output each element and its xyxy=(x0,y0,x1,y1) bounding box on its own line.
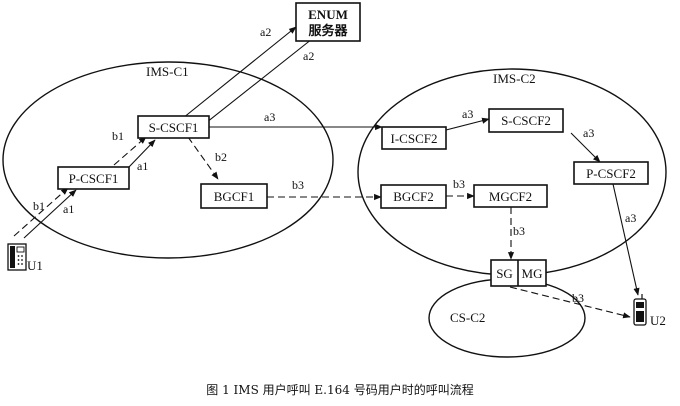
edge-a1-pcscf1-scscf1 xyxy=(127,139,156,169)
mobile-phone-icon xyxy=(633,294,647,326)
label-a2-upper: a2 xyxy=(260,25,271,39)
sg-mg-node: SG MG xyxy=(490,259,547,287)
svg-text:ENUM: ENUM xyxy=(308,7,348,22)
label-b3-cs: b3 xyxy=(572,291,584,305)
svg-text:S-CSCF1: S-CSCF1 xyxy=(149,120,199,135)
label-a1-upper: a1 xyxy=(137,159,148,173)
edge-a2-scscf1-enum xyxy=(182,26,297,119)
svg-text:BGCF1: BGCF1 xyxy=(214,189,254,204)
edge-a2-enum-scscf1 xyxy=(196,38,313,131)
edge-b1-pcscf1-scscf1 xyxy=(113,136,147,166)
user-u2-label: U2 xyxy=(650,313,666,328)
label-a3-cross: a3 xyxy=(264,110,275,124)
label-a3-scscf2: a3 xyxy=(583,126,594,140)
enum-server-node: ENUM 服务器 xyxy=(295,2,361,42)
label-a2-lower: a2 xyxy=(303,49,314,63)
edge-a1-u1-pcscf1 xyxy=(23,189,77,239)
label-a3-pcscf2: a3 xyxy=(625,211,636,225)
s-cscf1-node: S-CSCF1 xyxy=(137,115,210,139)
label-a3-icscf2: a3 xyxy=(462,107,473,121)
ims-c1-label: IMS-C1 xyxy=(146,64,189,79)
figure-caption: 图 1 IMS 用户呼叫 E.164 号码用户时的呼叫流程 xyxy=(206,383,474,397)
cs-c2-label: CS-C2 xyxy=(450,310,485,325)
bgcf1-node: BGCF1 xyxy=(200,183,268,209)
label-b3-mgcf2: b3 xyxy=(513,224,525,238)
edge-a3-scscf2-pcscf2 xyxy=(570,132,601,163)
p-cscf2-node: P-CSCF2 xyxy=(573,161,649,185)
ims-c1-domain xyxy=(2,61,334,259)
edge-a3-pcscf2-u2 xyxy=(612,183,640,296)
sg-label: SG xyxy=(496,266,513,281)
mg-label: MG xyxy=(522,266,543,281)
label-b1-lower: b1 xyxy=(33,199,45,213)
edge-b2-scscf1-bgcf1 xyxy=(187,136,219,180)
label-b3-cross: b3 xyxy=(292,178,304,192)
label-b2: b2 xyxy=(215,150,227,164)
svg-text:I-CSCF2: I-CSCF2 xyxy=(391,131,438,146)
label-b1-upper: b1 xyxy=(112,129,124,143)
edge-b1-u1-pcscf1 xyxy=(13,187,69,237)
i-cscf2-node: I-CSCF2 xyxy=(381,126,447,150)
edge-a3-icscf2-scscf2 xyxy=(445,117,490,131)
svg-text:P-CSCF1: P-CSCF1 xyxy=(69,171,119,186)
s-cscf2-node: S-CSCF2 xyxy=(488,108,564,133)
bgcf2-node: BGCF2 xyxy=(380,184,447,209)
user-u1-label: U1 xyxy=(27,258,43,273)
svg-text:BGCF2: BGCF2 xyxy=(393,189,433,204)
svg-text:MGCF2: MGCF2 xyxy=(489,189,532,204)
p-cscf1-node: P-CSCF1 xyxy=(57,166,130,190)
label-b3-bgcf2: b3 xyxy=(453,177,465,191)
svg-text:服务器: 服务器 xyxy=(308,23,348,38)
desk-phone-icon xyxy=(7,243,27,271)
ims-c2-label: IMS-C2 xyxy=(493,71,536,86)
edge-b3-sgmg-u2 xyxy=(509,286,631,319)
svg-text:S-CSCF2: S-CSCF2 xyxy=(501,113,551,128)
svg-text:P-CSCF2: P-CSCF2 xyxy=(586,166,636,181)
label-a1-lower: a1 xyxy=(63,202,74,216)
mgcf2-node: MGCF2 xyxy=(473,184,548,208)
